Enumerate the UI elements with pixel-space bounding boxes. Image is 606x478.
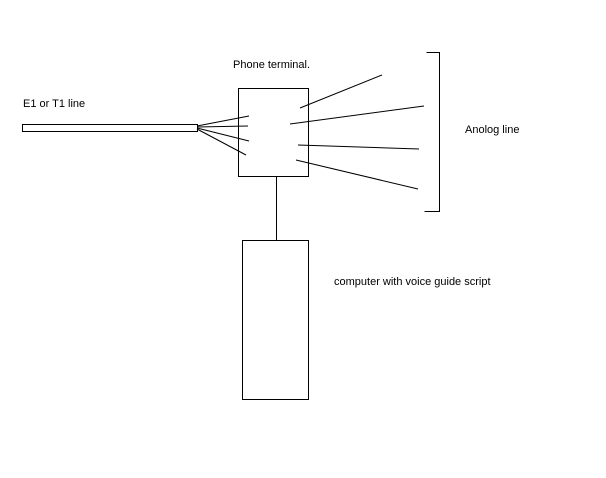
analog-wire [289,105,425,125]
analog-line-label: Anolog line [465,124,520,136]
analog-wire [297,144,420,150]
trunk-line-bar [22,124,198,132]
phone-terminal-box [238,88,309,177]
trunk-wire [196,115,250,127]
analog-wire [295,159,419,190]
computer-box [242,240,309,400]
phone-terminal-label: Phone terminal. [233,59,311,71]
trunk-line-label: E1 or T1 line [23,98,86,110]
trunk-wire [196,128,247,156]
trunk-wire [196,127,250,142]
computer-label: computer with voice guide script [334,276,491,288]
analog-line-bracket [424,52,440,212]
trunk-wire [196,125,249,128]
analog-wire [299,74,383,109]
